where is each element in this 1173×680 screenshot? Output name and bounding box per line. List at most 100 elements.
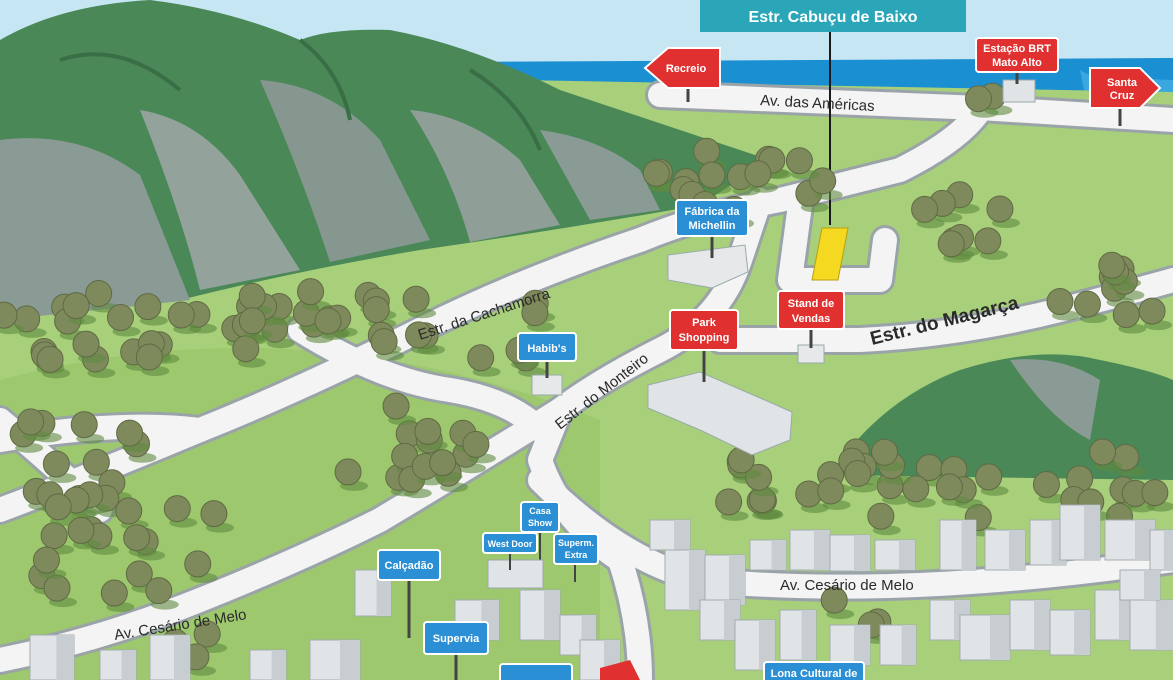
tree bbox=[1098, 251, 1126, 279]
tree bbox=[414, 417, 442, 445]
building-side bbox=[901, 625, 916, 665]
building-side bbox=[1144, 570, 1160, 600]
tree-groves bbox=[0, 82, 1173, 676]
sign-lona-label: Lona Cultural de bbox=[771, 668, 858, 680]
hill-right bbox=[830, 354, 1173, 480]
tree bbox=[106, 304, 134, 332]
tree bbox=[405, 321, 433, 349]
tree bbox=[85, 280, 113, 308]
building-side bbox=[376, 570, 391, 616]
sign-superm-extra[interactable]: Superm. Extra bbox=[553, 533, 599, 582]
tree bbox=[1073, 290, 1101, 318]
tree bbox=[521, 299, 549, 327]
sign-lona-cultural[interactable]: Lona Cultural de bbox=[763, 661, 865, 680]
tree bbox=[123, 524, 151, 552]
tree bbox=[744, 160, 772, 188]
building-side bbox=[771, 540, 786, 570]
tree bbox=[314, 307, 342, 335]
sign-brt-line2: Mato Alto bbox=[992, 57, 1042, 69]
tree bbox=[937, 230, 965, 258]
sign-park-shopping[interactable]: Park Shopping bbox=[647, 309, 793, 456]
tree bbox=[62, 292, 90, 320]
sign-habibs-label: Habib's bbox=[527, 343, 566, 355]
tree bbox=[135, 343, 163, 371]
buildings bbox=[29, 504, 1173, 680]
tree bbox=[693, 137, 721, 165]
building-side bbox=[1155, 600, 1173, 650]
title-banner: Estr. Cabuçu de Baixo bbox=[700, 0, 966, 32]
building-side bbox=[340, 640, 360, 680]
tree bbox=[145, 577, 173, 605]
building-side bbox=[1009, 530, 1025, 570]
tree bbox=[1141, 479, 1169, 507]
sign-stand-line1: Stand de bbox=[788, 298, 834, 310]
tree bbox=[785, 147, 813, 175]
tree bbox=[986, 195, 1014, 223]
tree bbox=[232, 335, 260, 363]
sign-recreio[interactable]: Recreio bbox=[643, 47, 721, 102]
sign-park-line2: Shopping bbox=[679, 332, 730, 344]
title-text: Estr. Cabuçu de Baixo bbox=[749, 9, 918, 26]
sign-west-door[interactable]: West Door bbox=[482, 532, 544, 589]
building-side bbox=[1074, 610, 1090, 655]
tree bbox=[334, 458, 362, 486]
sign-stand-vendas[interactable]: Stand de Vendas bbox=[777, 290, 845, 364]
red-marker bbox=[600, 660, 640, 680]
sign-superm-line2: Extra bbox=[565, 550, 589, 560]
tree bbox=[167, 301, 195, 329]
sign-michellin-line2: Michellin bbox=[688, 220, 735, 232]
tree bbox=[72, 330, 100, 358]
tree bbox=[1112, 301, 1140, 329]
tree bbox=[642, 159, 670, 187]
sign-santa-cruz-line2: Cruz bbox=[1110, 90, 1135, 102]
tree bbox=[1032, 470, 1060, 498]
tree bbox=[965, 85, 993, 113]
sign-calcadao[interactable]: Calçadão bbox=[377, 549, 441, 638]
tree bbox=[238, 282, 266, 310]
tree bbox=[184, 550, 212, 578]
sign-brt[interactable]: Estação BRT Mato Alto bbox=[975, 37, 1059, 103]
tree bbox=[100, 579, 128, 607]
tree bbox=[870, 438, 898, 466]
tree bbox=[115, 497, 143, 525]
building-side bbox=[854, 535, 870, 571]
tree bbox=[67, 516, 95, 544]
tree bbox=[462, 430, 490, 458]
tree bbox=[402, 285, 430, 313]
building-side bbox=[689, 550, 705, 610]
tree bbox=[974, 227, 1002, 255]
building-side bbox=[759, 620, 775, 670]
tree bbox=[32, 546, 60, 574]
sign-michellin[interactable]: Fábrica da Michellin bbox=[667, 199, 749, 289]
tree bbox=[698, 161, 726, 189]
sign-supervia[interactable]: Supervia bbox=[423, 621, 489, 680]
road-label-cesario-right: Av. Cesário de Melo bbox=[780, 577, 914, 594]
tree bbox=[467, 344, 495, 372]
building-side bbox=[801, 610, 816, 660]
tree bbox=[200, 500, 228, 528]
tree bbox=[820, 586, 848, 614]
building-side bbox=[814, 530, 830, 570]
sign-superm-line1: Superm. bbox=[558, 538, 594, 548]
sign-calcadao-label: Calçadão bbox=[385, 560, 434, 572]
building-side bbox=[854, 625, 870, 665]
building-side bbox=[1034, 600, 1050, 650]
tree bbox=[44, 493, 72, 521]
tree bbox=[116, 419, 144, 447]
sign-santa-cruz-line1: Santa bbox=[1107, 77, 1138, 89]
sign-brt-line1: Estação BRT bbox=[983, 43, 1051, 55]
tree bbox=[370, 328, 398, 356]
building-side bbox=[174, 635, 190, 680]
sign-santa-cruz[interactable]: Santa Cruz bbox=[1089, 67, 1162, 126]
building-side bbox=[961, 520, 976, 570]
tree bbox=[42, 450, 70, 478]
yellow-lot bbox=[811, 227, 849, 281]
tree bbox=[975, 463, 1003, 491]
tree bbox=[163, 495, 191, 523]
building-side bbox=[271, 650, 286, 680]
sign-habibs[interactable]: Habib's bbox=[517, 332, 577, 396]
building-side bbox=[990, 615, 1010, 660]
tree bbox=[70, 411, 98, 439]
building-side bbox=[674, 520, 690, 550]
sign-partial-bottom[interactable] bbox=[499, 663, 573, 680]
